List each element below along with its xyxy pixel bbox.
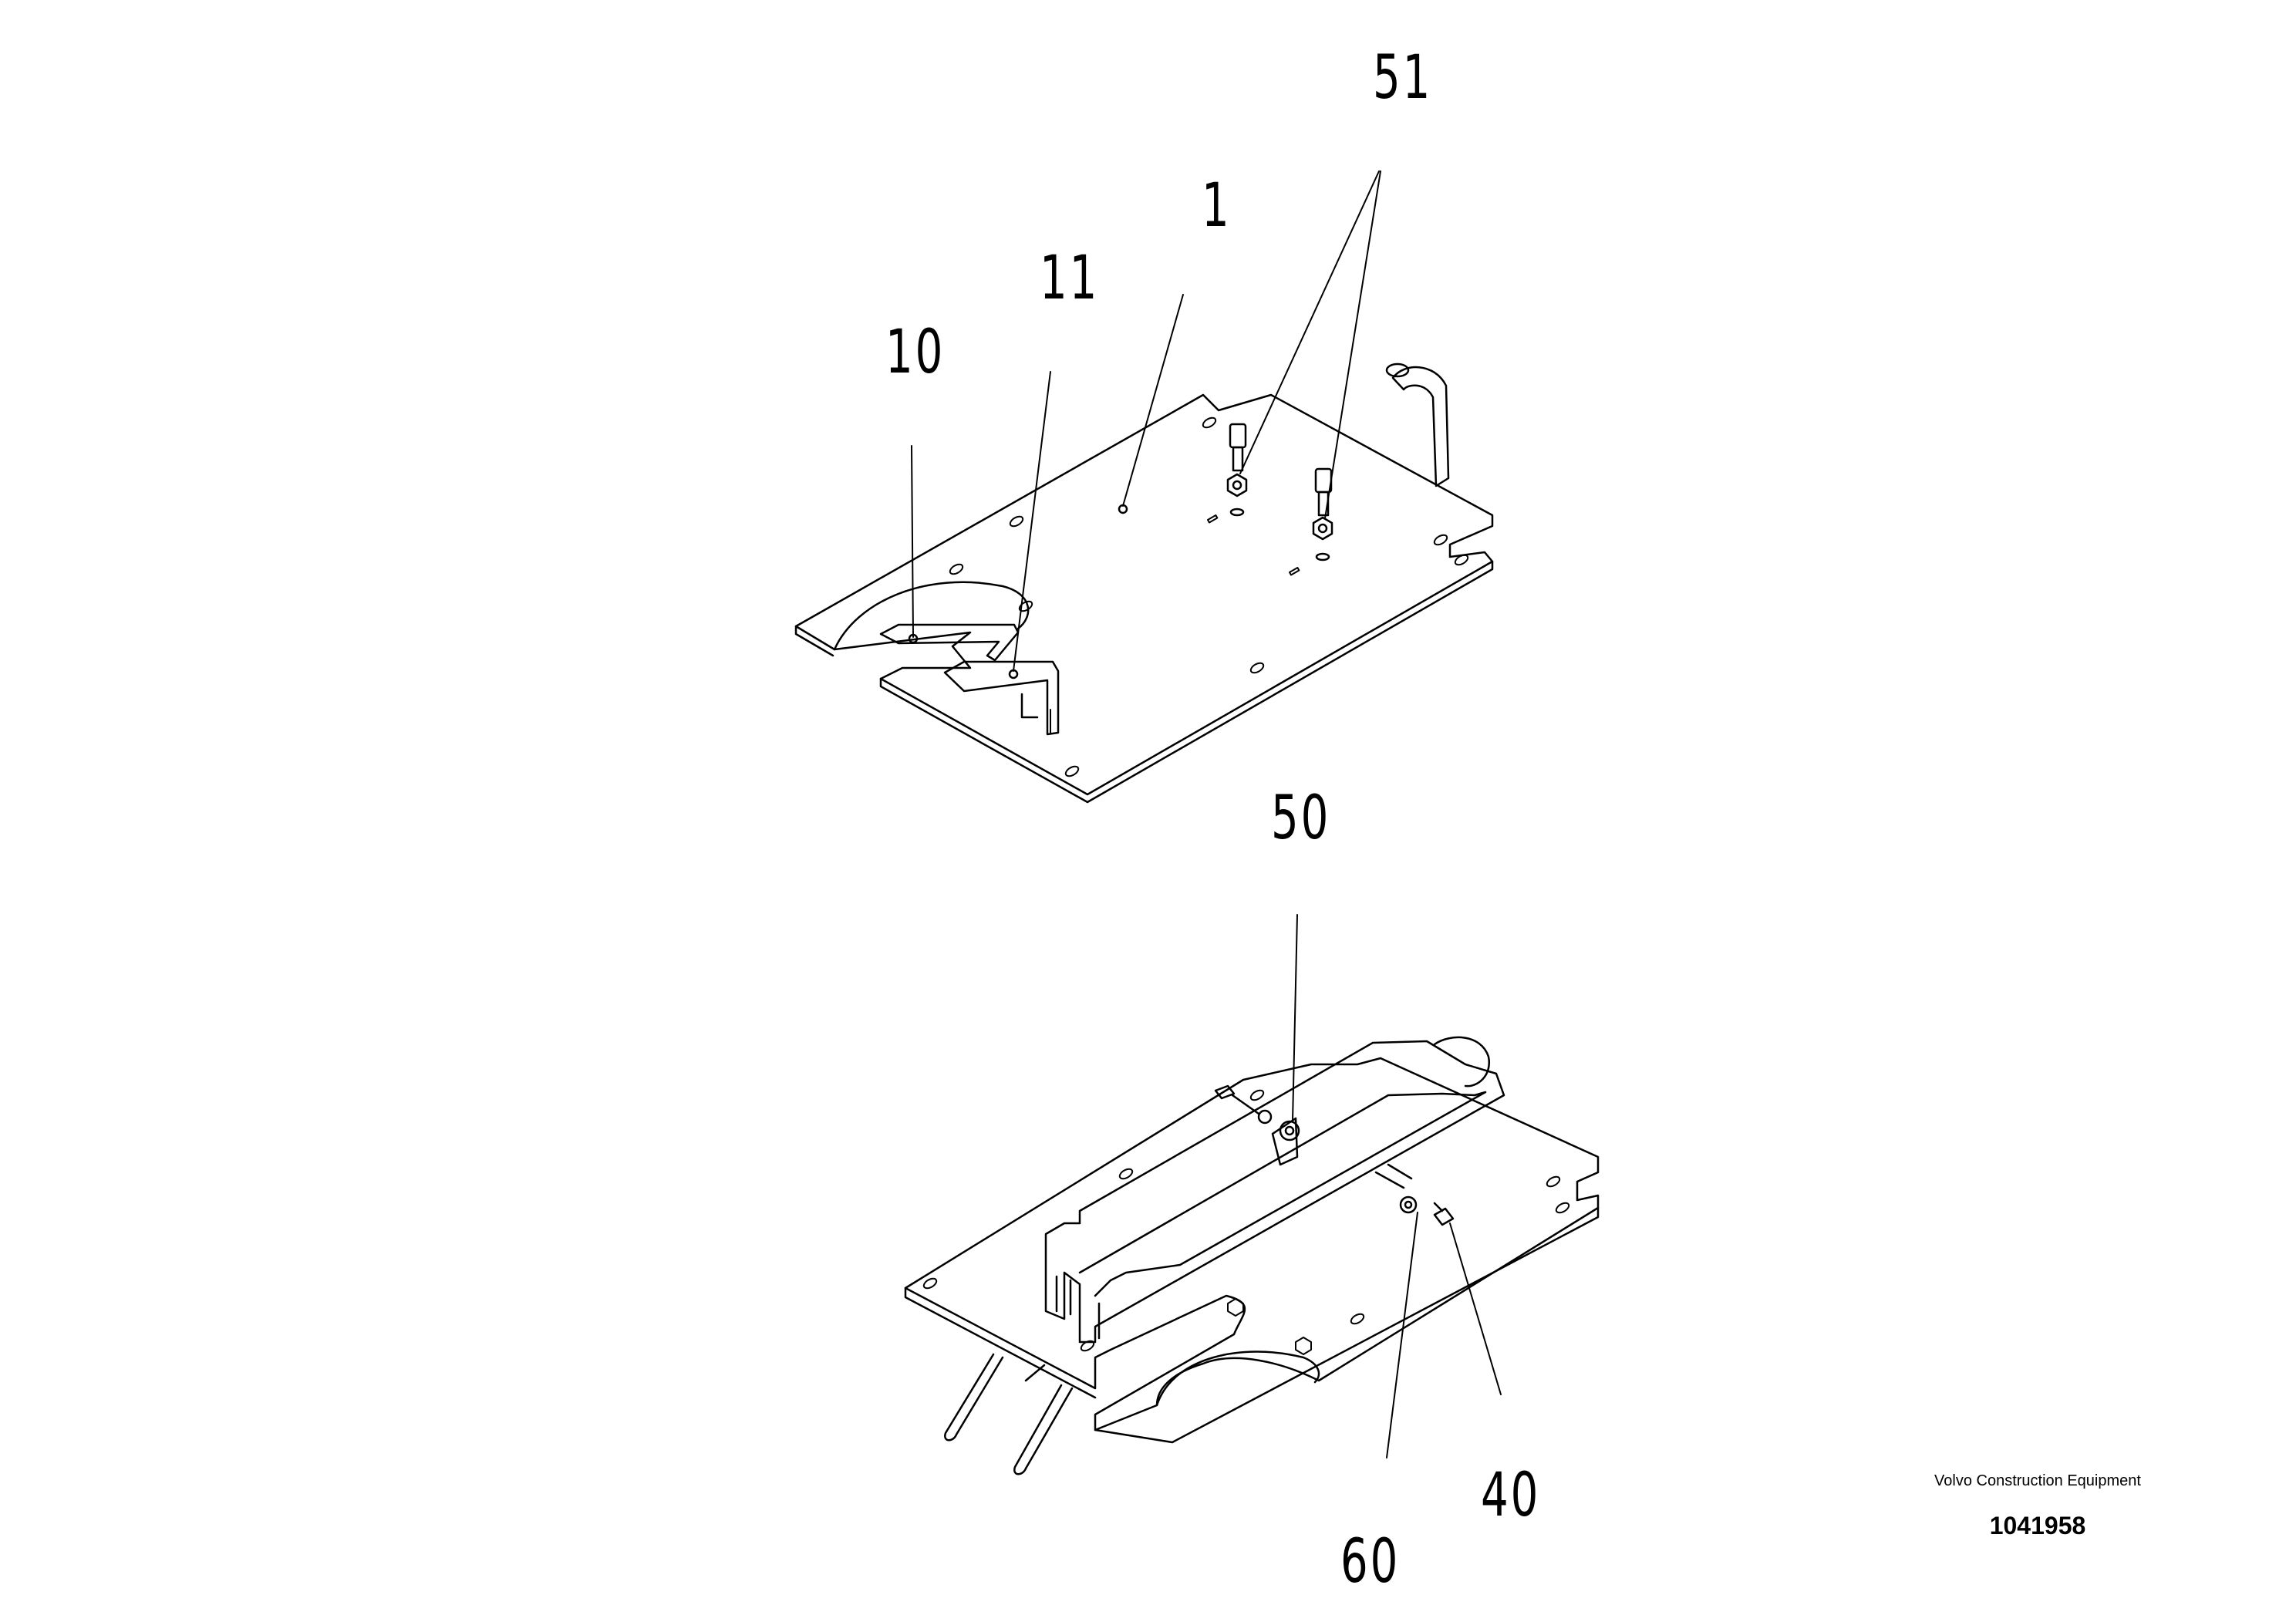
- callout-51: 51: [1373, 43, 1433, 113]
- upper-hose: [1391, 366, 1450, 487]
- lower-plate-edge: [904, 1206, 1600, 1444]
- upper-plate-cutout: [833, 581, 1030, 651]
- upper-leader-lines: [911, 170, 1381, 733]
- leader-dot-10: [908, 633, 919, 644]
- fastener-50: [1214, 1084, 1300, 1166]
- callout-60: 60: [1340, 1527, 1401, 1597]
- upper-plate-edge: [794, 560, 1494, 804]
- fastener-40-60: [1374, 1163, 1455, 1226]
- lower-rods: [944, 1353, 1074, 1475]
- callout-50: 50: [1271, 784, 1331, 853]
- lower-plate-outline: [904, 1057, 1600, 1431]
- bolt-51-a: [1226, 423, 1248, 517]
- upper-plate-outline: [794, 393, 1494, 796]
- brand-name: Volvo Construction Equipment: [1934, 1472, 2141, 1489]
- leader-dot-11: [1008, 669, 1019, 679]
- bolt-51-b: [1312, 467, 1333, 561]
- lower-leader-lines: [1292, 914, 1502, 1458]
- bracket-11: [943, 660, 1060, 736]
- bracket-10: [879, 623, 1020, 662]
- lower-plate-cutout: [1155, 1351, 1320, 1407]
- drawing-number: 1041958: [1989, 1512, 2086, 1539]
- bracket-11-detail: [1020, 693, 1039, 719]
- leader-dot-1: [1118, 504, 1128, 514]
- lower-hose: [1433, 1036, 1491, 1088]
- lower-plate-holes: [922, 1089, 1570, 1355]
- callout-11: 11: [1040, 244, 1100, 313]
- lower-frame-bracket: [1044, 1040, 1505, 1344]
- upper-mounting-plate-assembly: [794, 170, 1494, 804]
- lower-frame-slots: [1055, 1275, 1101, 1340]
- lower-mounting-plate-assembly: [904, 914, 1600, 1475]
- callout-10: 10: [885, 318, 946, 387]
- upper-hose-end: [1385, 363, 1410, 378]
- lower-frame-inner: [1078, 1091, 1487, 1297]
- upper-plate-holes: [949, 416, 1469, 777]
- callout-1: 1: [1202, 171, 1232, 241]
- callout-40: 40: [1481, 1461, 1541, 1530]
